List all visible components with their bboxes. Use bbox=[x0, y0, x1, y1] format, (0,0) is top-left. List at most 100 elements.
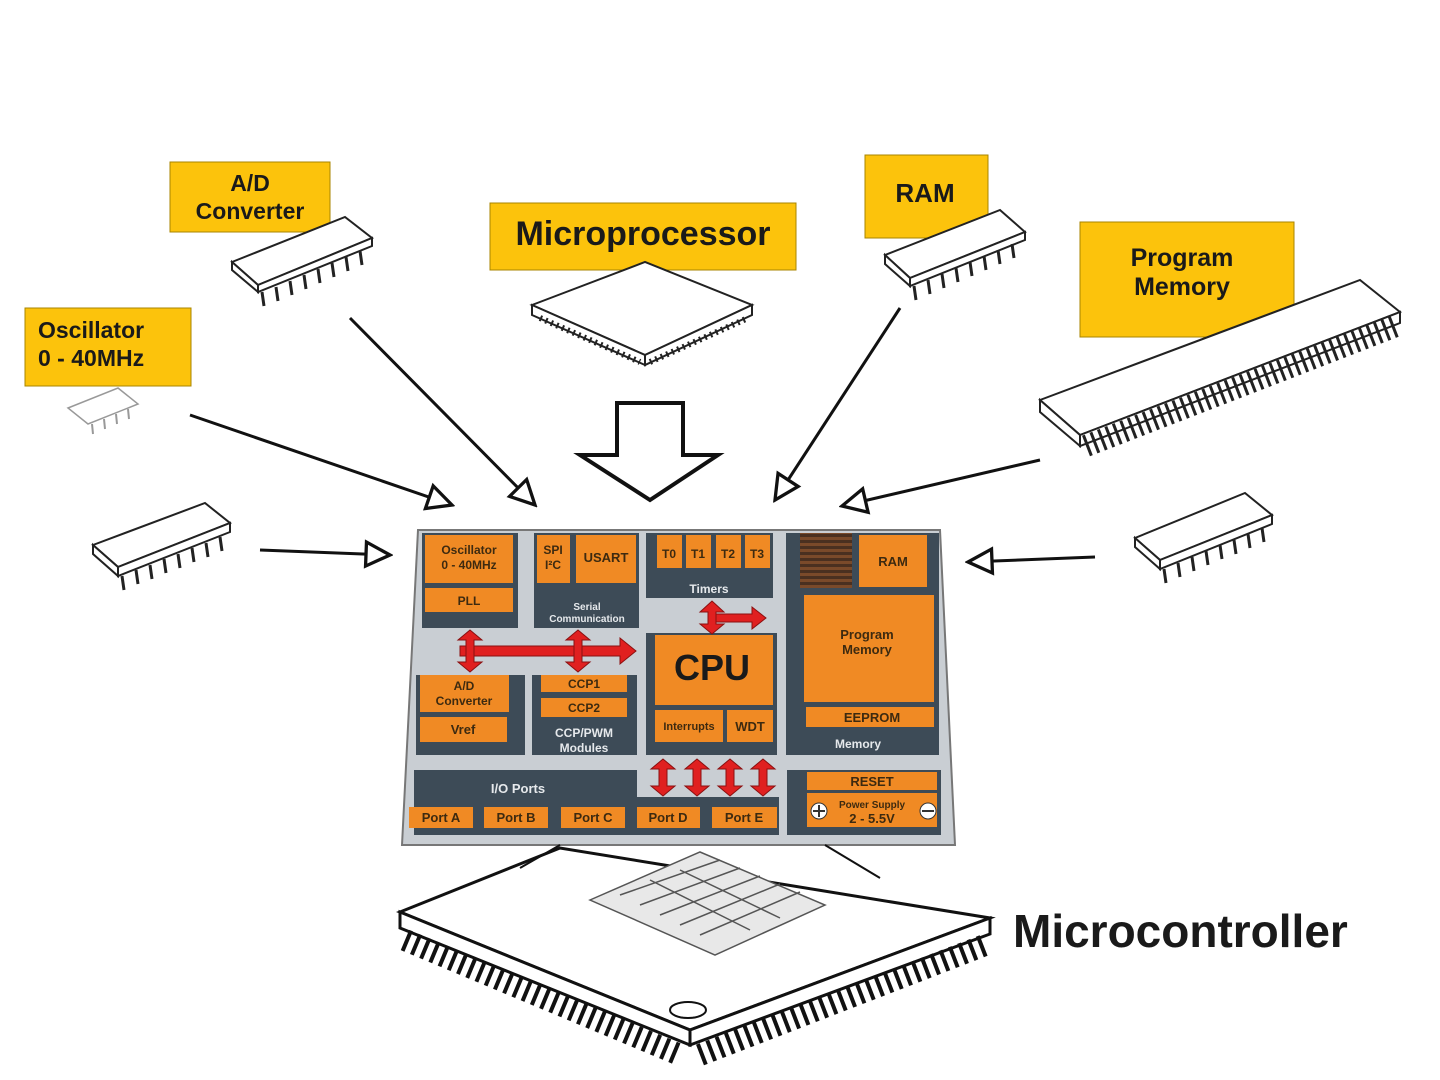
bus-arrow-horizontal bbox=[459, 636, 637, 666]
block-spi bbox=[537, 535, 570, 583]
label-oscillator: Oscillator 0 - 40MHz bbox=[24, 307, 192, 387]
block-text: CCP2 bbox=[568, 701, 600, 715]
block-power-supply bbox=[807, 793, 937, 827]
block-text: Program bbox=[840, 627, 893, 642]
ram-chip-icon bbox=[883, 208, 1027, 301]
bus-arrow-port-4 bbox=[749, 758, 777, 797]
block-wdt bbox=[727, 710, 773, 742]
block-text: Port C bbox=[574, 810, 614, 825]
label-text: Program bbox=[1131, 244, 1234, 272]
block-text: A/D bbox=[454, 679, 475, 693]
block-rom-hatched bbox=[800, 533, 852, 588]
oscillator-chip-icon bbox=[66, 387, 140, 435]
block-pll bbox=[425, 588, 513, 612]
microcontroller-block-diagram: Oscillator 0 - 40MHz PLL SPI I²C USART S… bbox=[400, 529, 957, 846]
block-text: 0 - 40MHz bbox=[441, 558, 496, 572]
bus-arrow-timers-vertical bbox=[698, 600, 726, 635]
block-port-a bbox=[409, 807, 473, 828]
block-text: Memory bbox=[842, 642, 893, 657]
block-text: Serial bbox=[573, 602, 600, 613]
block-text: 2 - 5.5V bbox=[849, 811, 895, 826]
block-text: I²C bbox=[545, 558, 561, 572]
arrow-left-chip bbox=[259, 550, 390, 555]
block-port-c bbox=[561, 807, 625, 828]
bus-arrow-ccp bbox=[564, 629, 592, 673]
microcontroller-chip-icon bbox=[395, 846, 996, 1066]
block-text: Modules bbox=[560, 741, 609, 755]
arrow-program-memory bbox=[842, 458, 1041, 506]
bus-arrow-port-2 bbox=[683, 758, 711, 797]
block-text: CCP/PWM bbox=[555, 726, 613, 740]
block-text: SPI bbox=[543, 543, 562, 557]
label-text: A/D bbox=[230, 170, 270, 196]
connection-arrows bbox=[189, 307, 1096, 562]
bus-arrow-timers-horizontal bbox=[715, 605, 767, 631]
label-text: Microprocessor bbox=[515, 215, 770, 253]
block-interrupts bbox=[655, 710, 723, 742]
bus-arrow-port-3 bbox=[716, 758, 744, 797]
block-text: T0 bbox=[662, 547, 676, 561]
block-text: Port A bbox=[422, 810, 461, 825]
block-text: T1 bbox=[691, 547, 705, 561]
bus-arrow-ad bbox=[456, 629, 484, 673]
microprocessor-chip-icon bbox=[529, 260, 755, 367]
ad-converter-chip-icon bbox=[230, 215, 374, 307]
block-text: Power Supply bbox=[839, 800, 906, 811]
block-t0 bbox=[657, 535, 682, 568]
block-cpu bbox=[655, 635, 773, 705]
label-text: Converter bbox=[196, 198, 305, 224]
right-chip-icon bbox=[1133, 491, 1274, 584]
block-text: Converter bbox=[436, 694, 493, 708]
block-reset bbox=[807, 772, 937, 790]
program-memory-chip-icon bbox=[1038, 278, 1402, 457]
block-text: PLL bbox=[458, 594, 481, 608]
microcontroller-title: Microcontroller bbox=[1013, 905, 1348, 957]
block-text: Timers bbox=[689, 582, 728, 596]
block-ccp1 bbox=[541, 675, 627, 692]
block-oscillator bbox=[425, 535, 513, 583]
block-text: EEPROM bbox=[844, 710, 900, 725]
bus-arrow-port-1 bbox=[649, 758, 677, 797]
big-down-arrow-icon bbox=[573, 401, 725, 503]
block-port-e bbox=[712, 807, 777, 828]
block-program-memory bbox=[804, 595, 934, 702]
label-ad-converter: A/D Converter bbox=[169, 161, 331, 233]
block-text: T2 bbox=[721, 547, 735, 561]
block-text: Port E bbox=[725, 810, 764, 825]
label-text: Memory bbox=[1134, 273, 1230, 301]
block-text: Interrupts bbox=[663, 721, 714, 733]
block-ram bbox=[859, 535, 927, 587]
plus-icon bbox=[810, 802, 828, 820]
label-text: RAM bbox=[895, 178, 954, 208]
block-text: RAM bbox=[878, 554, 908, 569]
block-text: Communication bbox=[549, 614, 625, 625]
block-text: I/O Ports bbox=[491, 781, 545, 796]
block-text: Memory bbox=[835, 737, 881, 751]
block-text: WDT bbox=[735, 719, 765, 734]
block-text: T3 bbox=[750, 547, 764, 561]
block-vref bbox=[420, 717, 507, 742]
block-t2 bbox=[716, 535, 741, 568]
block-t1 bbox=[686, 535, 711, 568]
block-text: Vref bbox=[451, 722, 476, 737]
bus-arrows bbox=[456, 600, 777, 797]
block-ccp2 bbox=[541, 698, 627, 717]
block-usart bbox=[576, 535, 636, 583]
block-text: RESET bbox=[850, 774, 893, 789]
block-port-b bbox=[484, 807, 548, 828]
minus-icon bbox=[919, 802, 937, 820]
block-text: Port B bbox=[497, 810, 536, 825]
block-port-d bbox=[637, 807, 700, 828]
label-microprocessor: Microprocessor bbox=[489, 202, 797, 271]
label-text: 0 - 40MHz bbox=[38, 345, 144, 371]
arrow-ad-converter bbox=[348, 316, 535, 505]
arrow-oscillator bbox=[189, 413, 452, 505]
arrow-right-chip bbox=[968, 557, 1096, 562]
arrow-ram bbox=[775, 307, 902, 500]
block-eeprom bbox=[806, 707, 934, 727]
block-text: Port D bbox=[649, 810, 688, 825]
label-text: Oscillator bbox=[38, 317, 144, 343]
block-text: CCP1 bbox=[568, 677, 600, 691]
